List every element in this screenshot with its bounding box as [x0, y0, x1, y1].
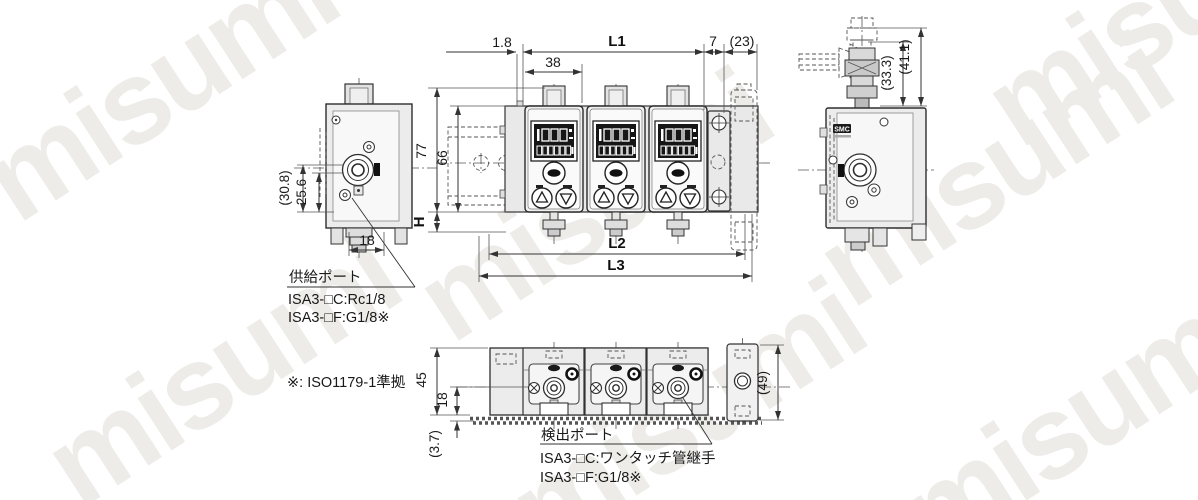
- end-bracket: [707, 110, 731, 212]
- dim-7: 7: [709, 33, 717, 49]
- watermark-text: misumi: [877, 259, 1198, 500]
- smc-logo: SMC: [833, 124, 851, 138]
- supply-port-title: 供給ポート: [289, 269, 362, 286]
- screw: [339, 189, 351, 201]
- dim-L3: L3: [607, 257, 625, 274]
- dim-25-6: 25.6: [294, 179, 309, 205]
- dim-41-1: (41.1): [897, 39, 912, 74]
- front-view: 1.8 L1 7 (23) 38 77 66 H L2 L3: [411, 33, 772, 282]
- dim-45: 45: [413, 372, 429, 388]
- din-rail-dotted: [470, 416, 762, 425]
- dim-30-8: (30.8): [277, 170, 292, 205]
- dim-66: 66: [434, 150, 450, 166]
- leader-line: [682, 397, 713, 445]
- rail-lip: [516, 100, 524, 107]
- dim-L2: L2: [608, 235, 626, 252]
- dim-L1: L1: [608, 33, 626, 50]
- mount-foot: [844, 227, 870, 243]
- screw: [867, 183, 881, 197]
- screw: [828, 155, 838, 165]
- mount-foot: [394, 227, 408, 245]
- screw: [846, 196, 858, 208]
- smc-logo-text: SMC: [834, 127, 850, 134]
- mount-foot: [330, 227, 344, 245]
- cable-connector-dashed: [798, 17, 880, 109]
- left-side-view: (30.8) 25.6 18: [277, 78, 437, 258]
- dim-H: H: [411, 217, 428, 228]
- end-plate-dashed: [730, 83, 758, 251]
- dim-33-3: (33.3): [879, 55, 894, 90]
- dim-18: 18: [359, 232, 375, 248]
- iso-note: ※: ISO1179-1準拠: [287, 374, 406, 391]
- mount-foot: [872, 227, 888, 247]
- supply-port-spec-rc: ISA3-□C:Rc1/8: [288, 292, 385, 308]
- dim-1-8: 1.8: [492, 34, 512, 50]
- detection-port-callout: 検出ポート ISA3-□C:ワンタッチ管継手 ISA3-□F:G1/8※: [540, 397, 716, 486]
- connector-mark: [838, 164, 844, 177]
- leader-line: [351, 197, 416, 288]
- screw: [879, 117, 889, 127]
- screw: [363, 141, 375, 153]
- end-plate: [726, 338, 759, 428]
- detection-port-title: 検出ポート: [541, 427, 614, 444]
- watermark-text: misumi: [22, 209, 420, 500]
- connector-mark: [374, 163, 380, 176]
- dim-38: 38: [545, 54, 561, 70]
- bottom-view: 45 18 (3.7) (49): [413, 338, 790, 458]
- detection-port-spec-c: ISA3-□C:ワンタッチ管継手: [540, 450, 716, 467]
- dim-77: 77: [413, 143, 429, 159]
- watermark-text: misumi: [0, 0, 359, 247]
- detection-port-spec-g: ISA3-□F:G1/8※: [540, 470, 642, 486]
- supply-port-spec-g: ISA3-□F:G1/8※: [288, 310, 390, 326]
- dim-49: (49): [755, 371, 770, 395]
- right-side-view: SMC (33.3) (41.1): [798, 16, 934, 252]
- supply-port-callout: 供給ポート ISA3-□C:Rc1/8 ISA3-□F:G1/8※: [287, 197, 416, 326]
- dim-23: (23): [730, 33, 755, 49]
- dim-3-7: (3.7): [427, 430, 442, 458]
- dim-18-bottom: 18: [434, 392, 450, 408]
